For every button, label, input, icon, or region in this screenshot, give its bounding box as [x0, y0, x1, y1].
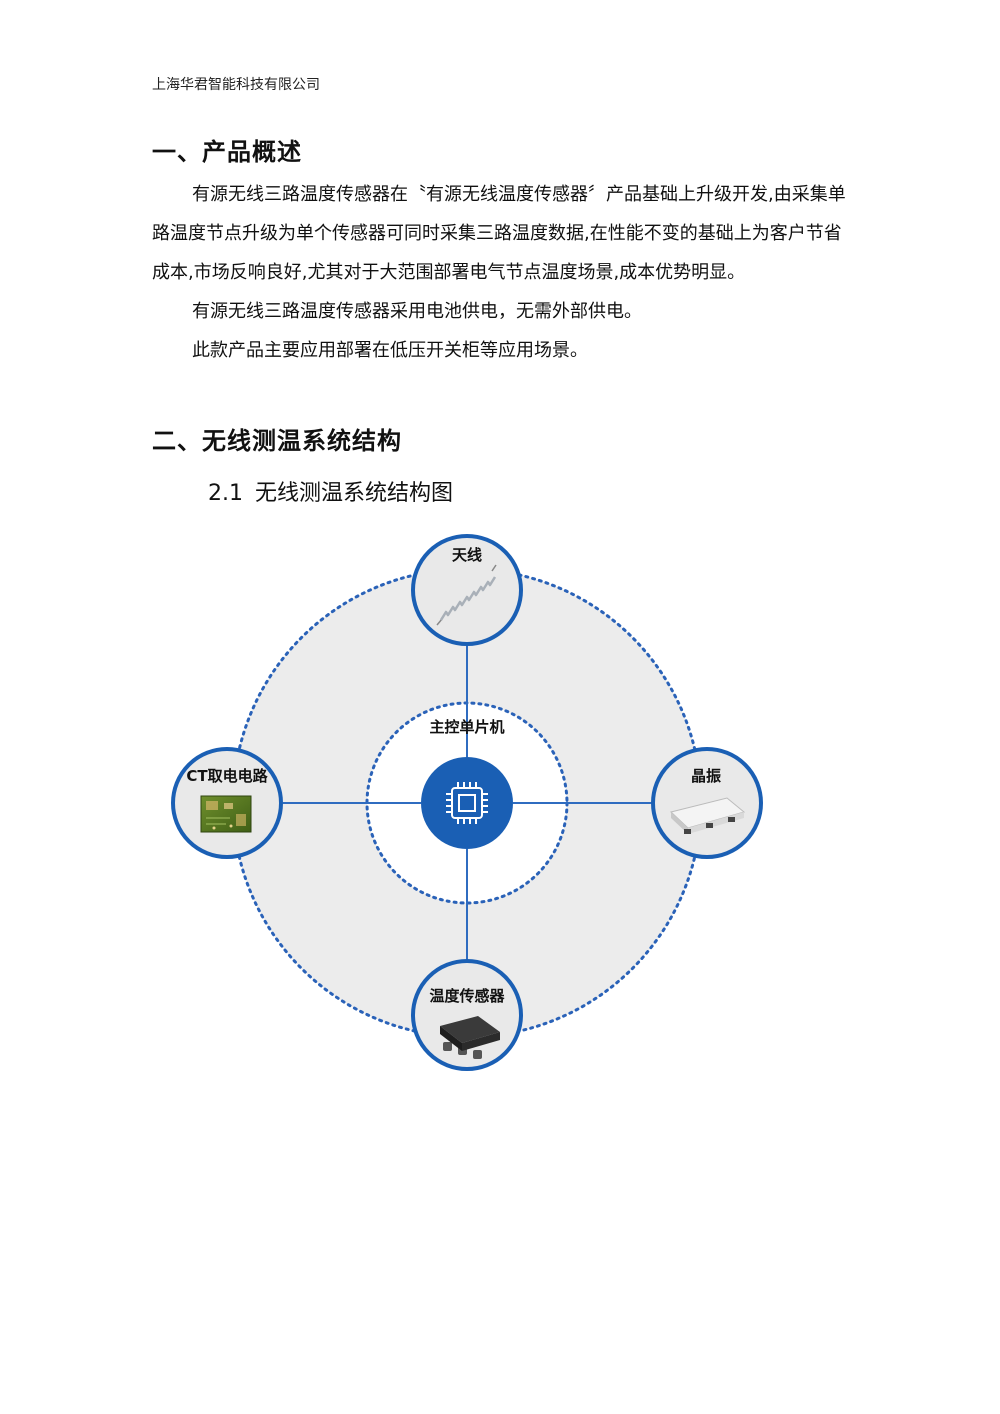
node-antenna: 天线 — [411, 534, 523, 646]
sensor-icon — [440, 1016, 500, 1059]
node-crystal: 晶振 — [651, 747, 763, 859]
overview-paragraph-3: 此款产品主要应用部署在低压开关柜等应用场景。 — [192, 340, 588, 361]
chip-icon — [446, 782, 488, 824]
subsection-label: 无线测温系统结构图 — [255, 481, 454, 506]
node-crystal-label: 晶振 — [691, 767, 721, 785]
overview-paragraph-2: 有源无线三路温度传感器采用电池供电，无需外部供电。 — [192, 301, 642, 322]
company-header: 上海华君智能科技有限公司 — [152, 77, 320, 93]
node-ct-circuit-label: CT取电电路 — [186, 767, 268, 785]
node-temp-sensor: 温度传感器 — [411, 959, 523, 1071]
node-temp-sensor-label: 温度传感器 — [429, 987, 505, 1005]
overview-text: 有源无线三路温度传感器在〝有源无线温度传感器〞产品基础上升级开发,由采集单路温度… — [152, 175, 852, 370]
pcb-board-icon — [200, 795, 252, 833]
antenna-icon — [436, 564, 497, 626]
node-ct-circuit: CT取电电路 — [171, 747, 283, 859]
subsection-title: 2.1 无线测温系统结构图 — [208, 475, 453, 507]
section-title-structure: 二、无线测温系统结构 — [152, 427, 402, 455]
node-antenna-label: 天线 — [452, 546, 482, 564]
connector-lines — [283, 640, 652, 962]
subsection-number: 2.1 — [208, 481, 243, 506]
overview-paragraph-1: 有源无线三路温度传感器在〝有源无线温度传感器〞产品基础上升级开发,由采集单路温度… — [152, 184, 846, 283]
crystal-icon — [669, 797, 746, 834]
mcu-label: 主控单片机 — [429, 718, 504, 736]
section-title-overview: 一、产品概述 — [152, 138, 302, 166]
mcu-node — [421, 757, 513, 849]
